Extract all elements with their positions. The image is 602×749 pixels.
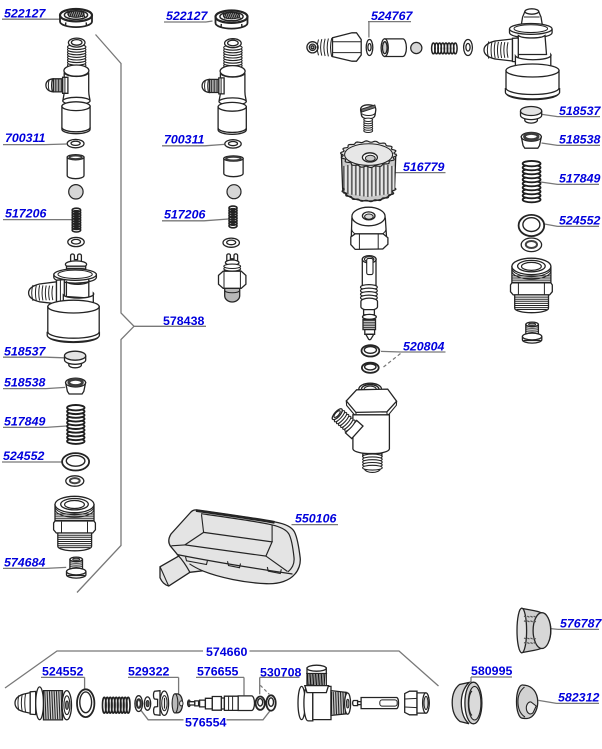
svg-text:576554: 576554 bbox=[185, 716, 226, 730]
svg-text:524552: 524552 bbox=[3, 449, 44, 463]
svg-text:574660: 574660 bbox=[206, 645, 247, 659]
svg-text:576655: 576655 bbox=[197, 665, 238, 679]
svg-text:517849: 517849 bbox=[4, 415, 45, 429]
svg-text:524552: 524552 bbox=[42, 665, 83, 679]
svg-text:524767: 524767 bbox=[371, 9, 413, 23]
svg-text:700311: 700311 bbox=[5, 131, 46, 145]
svg-text:576787: 576787 bbox=[560, 617, 602, 631]
svg-text:518538: 518538 bbox=[4, 376, 45, 390]
svg-text:517849: 517849 bbox=[559, 172, 600, 186]
svg-text:529322: 529322 bbox=[128, 665, 169, 679]
svg-text:530708: 530708 bbox=[260, 665, 301, 679]
svg-text:518538: 518538 bbox=[559, 133, 600, 147]
svg-text:516779: 516779 bbox=[403, 160, 444, 174]
svg-text:520804: 520804 bbox=[403, 339, 444, 353]
svg-text:574684: 574684 bbox=[4, 556, 45, 570]
svg-text:517206: 517206 bbox=[5, 207, 46, 221]
svg-text:518537: 518537 bbox=[4, 344, 46, 358]
svg-text:700311: 700311 bbox=[164, 133, 205, 147]
svg-text:524552: 524552 bbox=[559, 214, 600, 228]
svg-text:580995: 580995 bbox=[471, 664, 512, 678]
svg-text:578438: 578438 bbox=[163, 314, 204, 328]
svg-text:517206: 517206 bbox=[164, 208, 205, 222]
svg-text:550106: 550106 bbox=[295, 512, 336, 526]
svg-text:582312: 582312 bbox=[558, 690, 599, 704]
svg-text:522127: 522127 bbox=[4, 7, 46, 21]
svg-text:522127: 522127 bbox=[166, 9, 208, 23]
svg-text:518537: 518537 bbox=[559, 104, 601, 118]
